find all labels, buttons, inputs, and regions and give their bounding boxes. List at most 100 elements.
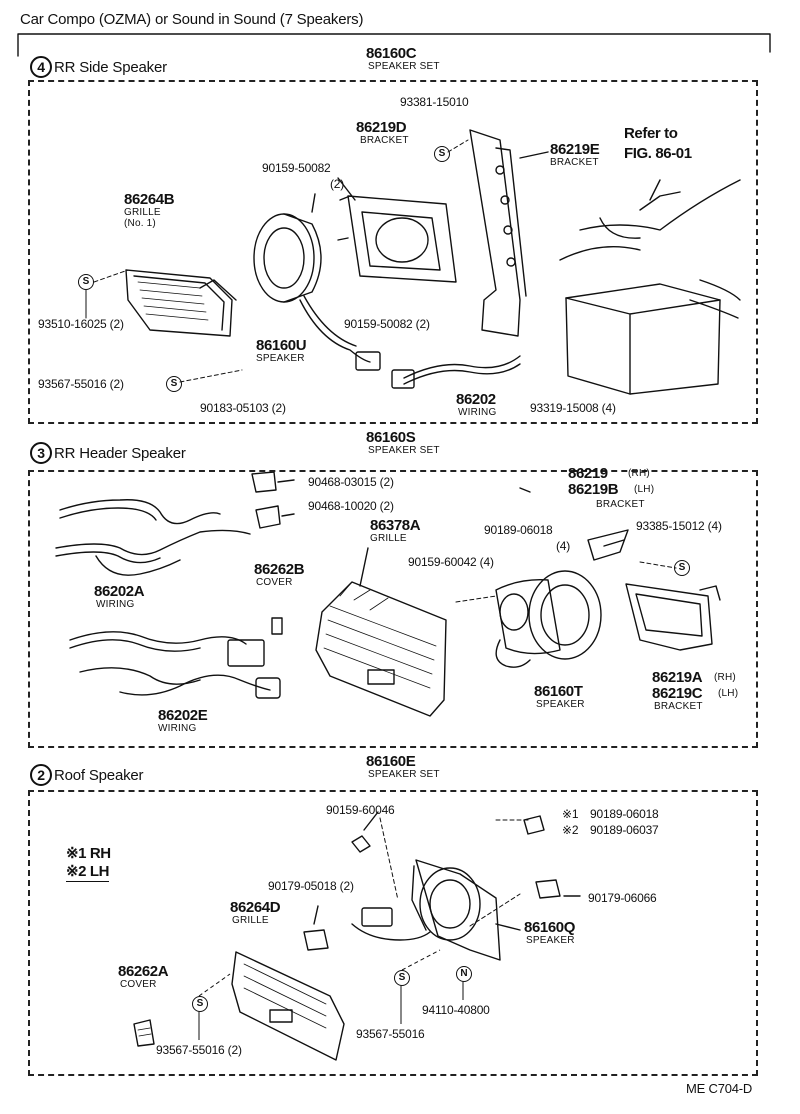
section-3-title: RR Header Speaker — [54, 445, 186, 462]
footer-code: ME C704-D — [686, 1081, 753, 1096]
n-symbol: N — [456, 966, 472, 982]
grille-86264d-art — [231, 951, 345, 1061]
label-93567-55016: 93567-55016 — [356, 1027, 425, 1041]
label-86378a: 86378A — [370, 517, 421, 534]
label-86219d: 86219D — [356, 119, 407, 136]
set-86160c: 86160C — [366, 45, 417, 62]
label-90159-50082-b: 90159-50082 (2) — [344, 317, 430, 331]
page-title: Car Compo (OZMA) or Sound in Sound (7 Sp… — [20, 11, 364, 28]
label-86219b: 86219B — [568, 481, 619, 498]
section-2-box — [28, 790, 758, 1076]
label-86219d-caption: BRACKET — [360, 135, 409, 146]
label-90159-60046: 90159-60046 — [326, 803, 395, 817]
wire-86160q-art — [351, 907, 431, 941]
refer-to-text: Refer to — [624, 125, 678, 142]
label-86202: 86202 — [456, 391, 496, 408]
label-93381: 93381-15010 — [400, 95, 469, 109]
label-86219-caption: BRACKET — [596, 499, 645, 510]
clips-90468-art — [251, 471, 295, 529]
cover-86262a-art — [133, 1019, 155, 1047]
set-86160s: 86160S — [366, 429, 416, 446]
label-86219e: 86219E — [550, 141, 600, 158]
label-86160t: 86160T — [534, 683, 583, 700]
label-86202e-caption: WIRING — [158, 723, 197, 734]
label-86219a-caption: BRACKET — [654, 701, 703, 712]
label-86219b-lh: (LH) — [634, 484, 655, 495]
label-90159-50082-a-qty: (2) — [330, 177, 345, 191]
legend-rh: ※1 RH — [66, 845, 111, 862]
bolt-90159-art — [351, 811, 379, 853]
label-93319: 93319-15008 (4) — [530, 401, 616, 415]
wiring-86202e-art — [69, 631, 281, 699]
s-symbol: S — [674, 560, 690, 576]
label-86262a-caption: COVER — [120, 979, 157, 990]
section-2-title: Roof Speaker — [54, 767, 144, 784]
label-86264b-sub: (No. 1) — [124, 218, 156, 229]
marker-2: ※2 — [562, 823, 579, 837]
bracket-86219d-art — [337, 195, 457, 283]
label-90159-60042: 90159-60042 (4) — [408, 555, 494, 569]
grille-86378a-art — [315, 581, 447, 717]
speaker-86160u-art — [253, 213, 381, 371]
cover-86262b-art — [271, 617, 283, 635]
label-86264d-caption: GRILLE — [232, 915, 269, 926]
speaker-86160t-art — [495, 570, 602, 668]
label-86202a-caption: WIRING — [96, 599, 135, 610]
legend-lh: ※2 LH — [66, 863, 110, 882]
label-86160q: 86160Q — [524, 919, 575, 936]
label-86219a-rh: (RH) — [714, 672, 736, 683]
grille-86264b-art — [125, 269, 237, 337]
label-90468-10020: 90468-10020 (2) — [308, 499, 394, 513]
s-symbol: S — [166, 376, 182, 392]
label-86160q-caption: SPEAKER — [526, 935, 575, 946]
label-94110: 94110-40800 — [422, 1003, 490, 1017]
label-93385: 93385-15012 (4) — [636, 519, 722, 533]
label-86219: 86219 — [568, 465, 608, 482]
label-90159-50082-a: 90159-50082 — [262, 161, 331, 175]
label-90183: 90183-05103 (2) — [200, 401, 286, 415]
label-90189-06037: 90189-06037 — [590, 823, 659, 837]
marker-1: ※1 — [562, 807, 579, 821]
set-86160e: 86160E — [366, 753, 416, 770]
clip-90179-art — [303, 815, 561, 951]
section-4-title: RR Side Speaker — [54, 59, 167, 76]
bracket-86219-art — [587, 529, 629, 561]
label-86160t-caption: SPEAKER — [536, 699, 585, 710]
label-93567-55016-2: 93567-55016 (2) — [156, 1043, 242, 1057]
label-93567: 93567-55016 (2) — [38, 377, 124, 391]
label-90468-03015: 90468-03015 (2) — [308, 475, 394, 489]
set-86160s-caption: SPEAKER SET — [368, 445, 440, 456]
label-86202e: 86202E — [158, 707, 208, 724]
s-symbol: S — [434, 146, 450, 162]
leader — [447, 139, 469, 153]
label-86264b-caption: GRILLE — [124, 207, 161, 218]
label-86160u: 86160U — [256, 337, 307, 354]
section-2-number: 2 — [30, 764, 52, 786]
label-86262b: 86262B — [254, 561, 305, 578]
speaker-86160q-art — [411, 859, 501, 961]
label-86160u-caption: SPEAKER — [256, 353, 305, 364]
s-symbol: S — [192, 996, 208, 1012]
label-86219a: 86219A — [652, 669, 703, 686]
label-86378a-caption: GRILLE — [370, 533, 407, 544]
label-90189-06018: 90189-06018 — [484, 523, 553, 537]
outer-frame — [17, 33, 771, 57]
bracket-86219e-art — [469, 129, 527, 337]
refer-fig-text: FIG. 86-01 — [624, 145, 692, 162]
label-86202a: 86202A — [94, 583, 145, 600]
section-3-box — [28, 470, 758, 748]
wiring-86202a-art — [55, 499, 251, 576]
label-86219c-lh: (LH) — [718, 688, 739, 699]
label-86202-caption: WIRING — [458, 407, 497, 418]
label-90189-qty: (4) — [556, 539, 571, 553]
label-90179-05018: 90179-05018 (2) — [268, 879, 354, 893]
label-86219e-caption: BRACKET — [550, 157, 599, 168]
section-4-box — [28, 80, 758, 424]
set-86160c-caption: SPEAKER SET — [368, 61, 440, 72]
